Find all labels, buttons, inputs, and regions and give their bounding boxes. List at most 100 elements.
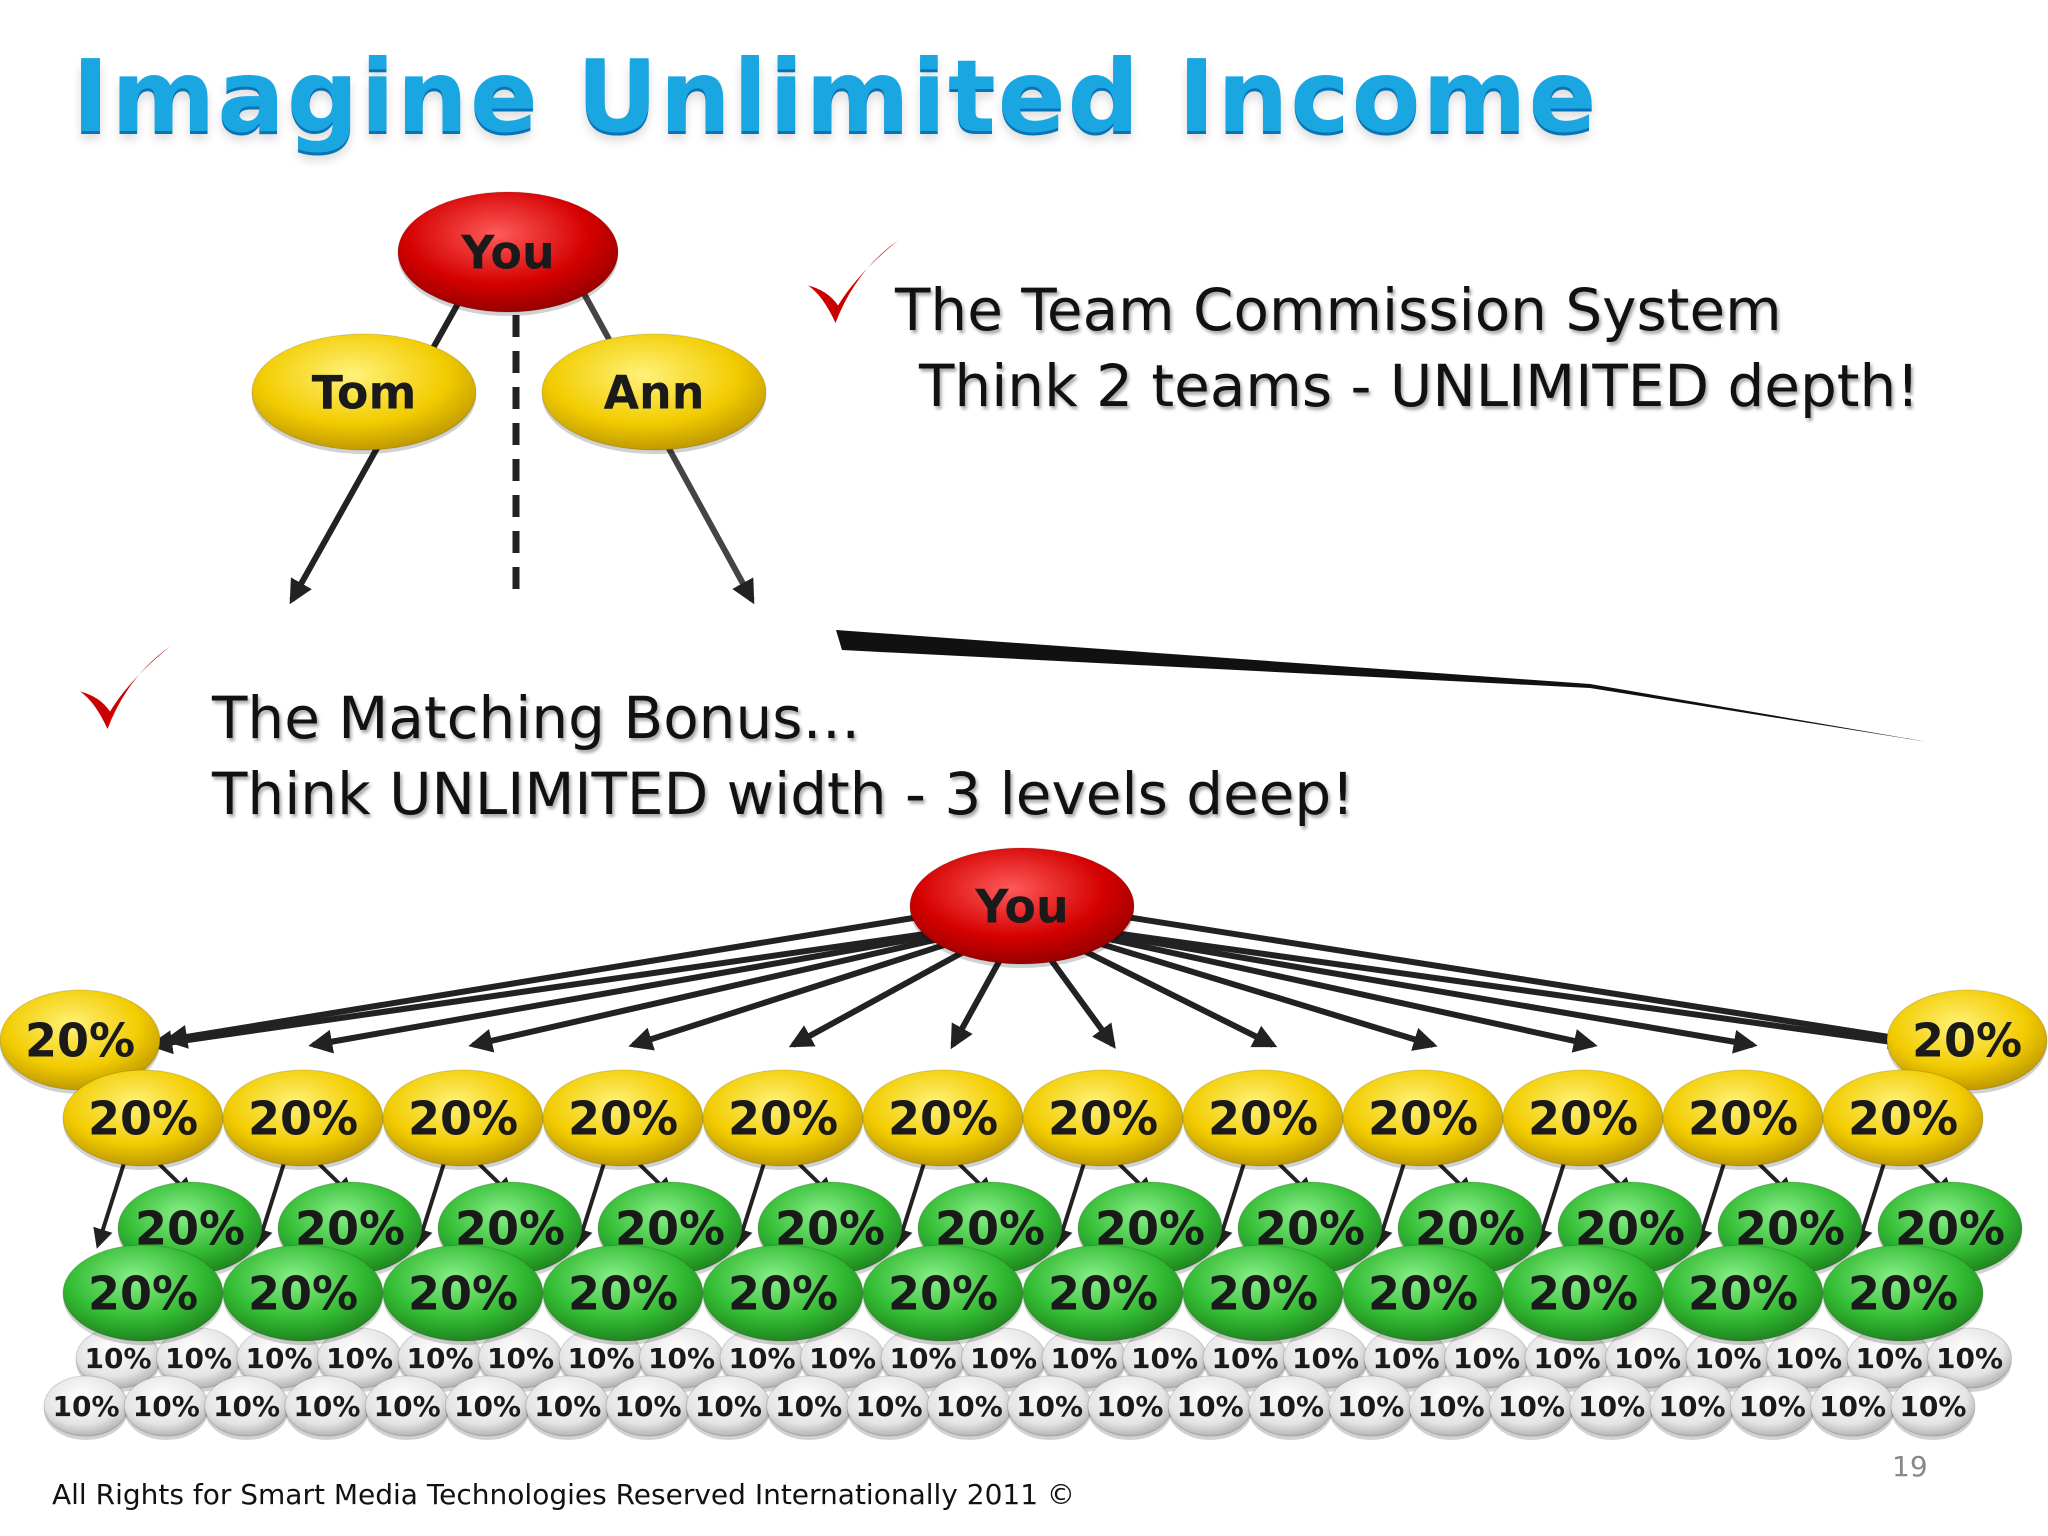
team-bullet-line1: The Team Commission System — [895, 276, 1782, 344]
level3-node: 10% — [1007, 1375, 1093, 1440]
level2-node-label: 20% — [1048, 1267, 1158, 1321]
level3-node: 10% — [1122, 1327, 1207, 1392]
level3-node-label: 10% — [165, 1342, 232, 1375]
level2-node-label: 20% — [1688, 1267, 1798, 1321]
level3-node: 10% — [926, 1375, 1012, 1440]
level1-node-label: 20% — [1912, 1014, 2022, 1068]
edge-level1-level2-a-7 — [1213, 1159, 1247, 1249]
level3-node: 10% — [1927, 1327, 2012, 1392]
level3-node: 10% — [397, 1327, 483, 1392]
level3-node: 10% — [1408, 1375, 1494, 1440]
level1-node-label: 20% — [248, 1092, 358, 1146]
level1-node: 20% — [1022, 1069, 1184, 1170]
level3-node-label: 10% — [1016, 1390, 1083, 1423]
level1-node: 20% — [1182, 1069, 1344, 1170]
team-bullet-line2: Think 2 teams - UNLIMITED depth! — [919, 352, 1920, 420]
level3-node-label: 10% — [1453, 1342, 1520, 1375]
level1-node: 20% — [542, 1069, 704, 1170]
level3-node: 10% — [445, 1375, 530, 1440]
team-ann-node-label: Ann — [603, 366, 704, 420]
level1-node-label: 20% — [568, 1092, 678, 1146]
copyright-footer: All Rights for Smart Media Technologies … — [52, 1478, 1075, 1511]
level3-node: 10% — [846, 1375, 932, 1440]
level3-node-label: 10% — [374, 1390, 441, 1423]
slide-title: Imagine Unlimited Income — [72, 38, 1599, 155]
level3-node-label: 10% — [213, 1390, 280, 1423]
level3-node-label: 10% — [406, 1342, 473, 1375]
level3-node-label: 10% — [775, 1390, 842, 1423]
edge-root-level1-0 — [148, 917, 1023, 1055]
level3-node-label: 10% — [1050, 1342, 1117, 1375]
level3-node-label: 10% — [1337, 1390, 1404, 1423]
level2-node: 20% — [62, 1244, 224, 1345]
level3-node-label: 10% — [1819, 1390, 1886, 1423]
level3-node-label: 10% — [648, 1342, 715, 1375]
edge-level1-level2-a-3 — [573, 1159, 607, 1249]
level1-node: 20% — [1502, 1069, 1664, 1170]
level3-node-label: 10% — [293, 1390, 360, 1423]
level3-node-label: 10% — [1775, 1342, 1842, 1375]
level1-node-label: 20% — [1528, 1092, 1638, 1146]
level2-node: 20% — [1662, 1244, 1824, 1345]
level3-node-label: 10% — [1533, 1342, 1600, 1375]
checkmark-icon — [80, 646, 170, 729]
level2-node: 20% — [1182, 1244, 1344, 1345]
level3-node-label: 10% — [1418, 1390, 1485, 1423]
level1-node: 20% — [1342, 1069, 1504, 1170]
edge-root-level1-far-left — [163, 907, 963, 1049]
level1-node: 20% — [862, 1069, 1024, 1170]
level3-node-label: 10% — [1498, 1390, 1565, 1423]
level3-node-label: 10% — [970, 1342, 1037, 1375]
matching-you-node-label: You — [974, 880, 1068, 934]
level1-node: 20% — [62, 1069, 224, 1170]
level3-node-label: 10% — [326, 1342, 393, 1375]
level3-node: 10% — [1328, 1375, 1414, 1440]
level3-node: 10% — [1087, 1375, 1173, 1440]
team-you-node-label: You — [460, 226, 554, 280]
level3-node-label: 10% — [245, 1342, 312, 1375]
level3-node: 10% — [317, 1327, 402, 1392]
level2-node-label: 20% — [408, 1267, 518, 1321]
level2-node: 20% — [1502, 1244, 1664, 1345]
level3-node: 10% — [1649, 1375, 1735, 1440]
edge-root-level1-1 — [308, 917, 1023, 1054]
team-ann-node: Ann — [541, 333, 767, 454]
level3-node: 10% — [800, 1327, 885, 1392]
level3-node: 10% — [1524, 1327, 1610, 1392]
team-you-node: You — [397, 191, 619, 316]
level1-node: 20% — [1662, 1069, 1824, 1170]
level2-node-label: 20% — [728, 1267, 838, 1321]
level2-node: 20% — [1822, 1244, 1984, 1345]
level3-node-label: 10% — [534, 1390, 601, 1423]
level3-node: 10% — [364, 1375, 450, 1440]
matching-bullet-line1: The Matching Bonus… — [212, 684, 861, 752]
level3-node-label: 10% — [1292, 1342, 1359, 1375]
level1-node: 20% — [1822, 1069, 1984, 1170]
level3-node-label: 10% — [1936, 1342, 2003, 1375]
level3-node: 10% — [123, 1375, 209, 1440]
level3-node-label: 10% — [1578, 1390, 1645, 1423]
level3-node-label: 10% — [1131, 1342, 1198, 1375]
level3-node-label: 10% — [84, 1342, 151, 1375]
level2-node-label: 20% — [1848, 1267, 1958, 1321]
edge-root-level1-9 — [1021, 917, 1598, 1053]
level3-node-label: 10% — [1257, 1390, 1324, 1423]
level1-node: 20% — [222, 1069, 384, 1170]
matching-you-node: You — [909, 847, 1135, 968]
level3-node-label: 10% — [1177, 1390, 1244, 1423]
level3-node-label: 10% — [1739, 1390, 1806, 1423]
level3-node: 10% — [1248, 1375, 1333, 1440]
edge-root-level1-far-right — [1081, 907, 1913, 1049]
level1-node: 20% — [0, 989, 161, 1094]
level3-node-label: 10% — [52, 1390, 119, 1423]
level2-node: 20% — [382, 1244, 544, 1345]
level3-node: 10% — [605, 1375, 691, 1440]
level3-node: 10% — [1890, 1375, 1976, 1440]
team-tom-node: Tom — [251, 333, 477, 454]
level3-node: 10% — [75, 1327, 161, 1392]
checkmark-icon — [808, 240, 898, 323]
level3-node-label: 10% — [809, 1342, 876, 1375]
level3-node: 10% — [1729, 1375, 1815, 1440]
level3-node-label: 10% — [1211, 1342, 1278, 1375]
